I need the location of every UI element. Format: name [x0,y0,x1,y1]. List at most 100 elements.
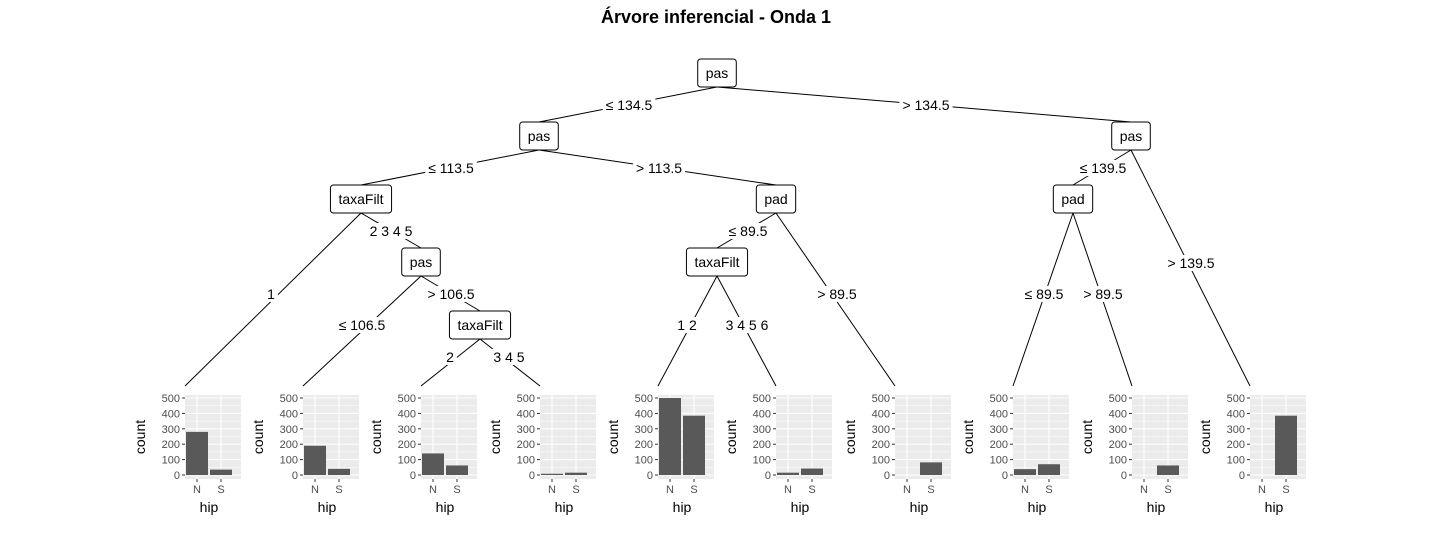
y-tick-label: 200 [398,439,416,451]
x-tick-label: S [217,484,224,496]
x-axis-title: hip [436,499,455,515]
edge-label-bg [722,317,772,333]
node-label: taxaFilt [457,317,502,333]
edge-label: ≤ 113.5 [428,160,474,176]
x-tick-label: S [572,484,579,496]
edge-label-bg [1021,286,1067,302]
edge-label: > 89.5 [1083,286,1123,302]
y-tick-label: 0 [410,470,416,482]
x-tick-label: S [1282,484,1289,496]
tree-edge-n1-n2: ≤ 134.5 [538,86,718,123]
edge-label: 2 [446,349,454,365]
edge-label-bg [424,286,478,302]
nodes-layer: paspastaxaFiltpastaxaFiltpadtaxaFiltpasp… [329,58,1151,340]
y-tick-label: 100 [1109,455,1127,467]
y-tick-label: 400 [635,408,653,420]
x-axis-title: hip [1028,499,1047,515]
diagram-title: Árvore inferencial - Onda 1 [601,6,831,27]
edge-label: > 113.5 [636,160,682,176]
y-tick-label: 0 [1121,470,1127,482]
bar-N [304,445,326,475]
node-label: pas [1120,128,1143,144]
y-tick-label: 200 [635,439,653,451]
y-axis-title: count [368,420,384,454]
bar-S [210,469,232,475]
tree-node-n2: pas [519,121,559,151]
node-label: pas [528,128,551,144]
bar-S [683,415,705,475]
tree-edge-n3-n5: 2 3 4 5 [360,212,422,249]
tree-edge-n7-leaf3: 2 [420,338,481,387]
bar-N [186,431,208,475]
y-tick-label: 500 [990,393,1008,405]
y-tick-label: 0 [647,470,653,482]
y-tick-label: 400 [872,408,890,420]
y-tick-label: 100 [280,455,298,467]
y-tick-label: 0 [765,470,771,482]
edge-label: > 139.5 [1167,255,1214,271]
y-tick-label: 500 [280,393,298,405]
node-box [329,184,393,214]
tree-edge-n2-n3: ≤ 113.5 [360,149,540,186]
y-tick-label: 200 [753,439,771,451]
x-tick-label: S [453,484,460,496]
node-box [401,247,441,277]
x-tick-label: N [784,484,792,496]
tree-node-n3: taxaFilt [329,184,393,214]
node-box [1111,121,1151,151]
y-tick-label: 300 [398,424,416,436]
bar-S [1157,465,1179,475]
y-axis-title: count [842,420,858,454]
y-tick-label: 100 [753,455,771,467]
edge-label-bg [366,223,416,239]
node-box [755,184,797,214]
bar-S [446,465,468,475]
bar-S [1275,415,1297,475]
bar-N [541,473,563,475]
tree-node-n16: pad [1052,184,1094,214]
x-tick-label: S [1045,484,1052,496]
y-axis-title: count [605,420,621,454]
y-tick-label: 100 [517,455,535,467]
tree-edge-n16-leaf8: ≤ 89.5 [1012,212,1074,387]
bar-N [659,398,681,475]
tree-edge-n1-n15: > 134.5 [716,86,1132,123]
y-tick-label: 200 [990,439,1008,451]
x-tick-label: S [927,484,934,496]
x-tick-label: N [666,484,674,496]
edge-label-bg [725,223,771,239]
x-axis-title: hip [673,499,692,515]
tree-edge-n5-leaf2: ≤ 106.5 [302,275,422,387]
x-axis-title: hip [1147,499,1166,515]
y-tick-label: 100 [872,455,890,467]
bar-S [1038,464,1060,475]
tree-edge-n15-n16: ≤ 139.5 [1072,149,1132,186]
x-tick-label: S [808,484,815,496]
y-tick-label: 500 [635,393,653,405]
x-tick-label: N [1258,484,1266,496]
node-label: pas [410,254,433,270]
y-tick-label: 400 [280,408,298,420]
y-tick-label: 200 [162,439,180,451]
y-tick-label: 300 [872,424,890,436]
y-tick-label: 300 [990,424,1008,436]
bar-S [801,468,823,475]
tree-edge-n11-leaf6: 3 4 5 6 [716,275,777,387]
edge-label-bg [1080,286,1126,302]
panel-background [776,395,832,479]
edge-label-bg [335,317,389,333]
x-tick-label: S [335,484,342,496]
y-tick-label: 400 [1227,408,1245,420]
y-tick-label: 500 [872,393,890,405]
y-tick-label: 100 [162,455,180,467]
y-tick-label: 100 [398,455,416,467]
y-tick-label: 200 [872,439,890,451]
edge-label-bg [674,317,700,333]
y-axis-title: count [250,420,266,454]
x-axis-title: hip [910,499,929,515]
